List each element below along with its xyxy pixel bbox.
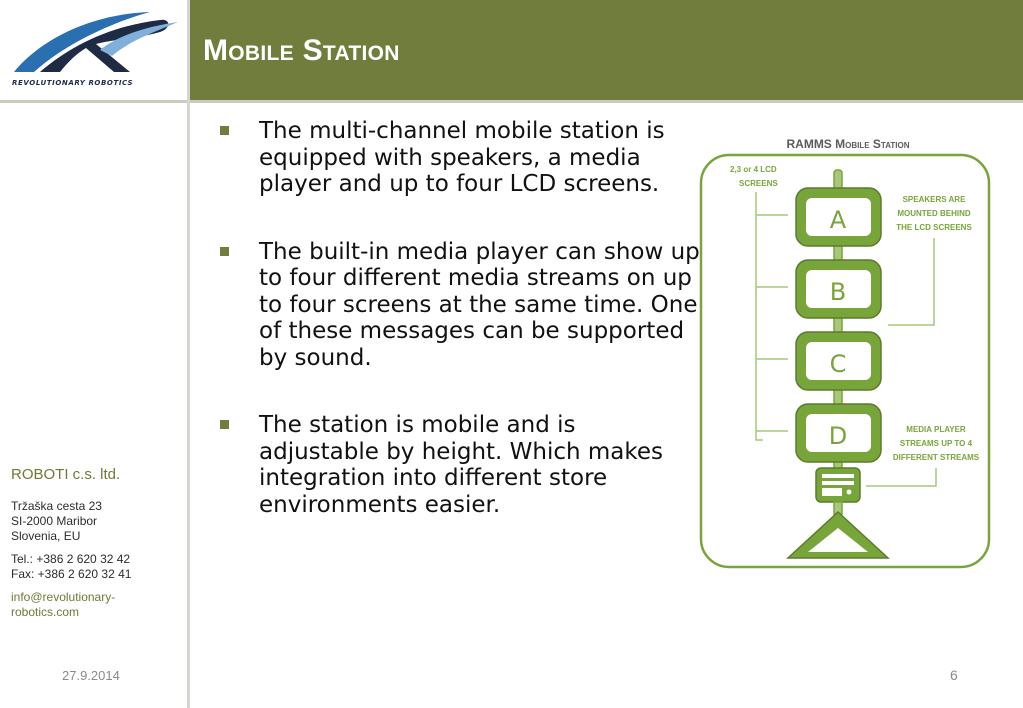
bullet-text: The built-in media player can show up to… [259, 238, 700, 371]
player-label: Streams Up To 4 [900, 439, 973, 448]
phone-number: Tel.: +386 2 620 32 42 [11, 552, 131, 566]
address-line: SI-2000 Maribor [11, 514, 98, 528]
logo-text: Revolutionary Robotics [12, 79, 134, 87]
title-underline [190, 100, 1023, 103]
bullet-square-icon [220, 420, 229, 429]
company-name: ROBOTI c.s. ltd. [11, 466, 121, 483]
logo-swoosh-icon [14, 12, 178, 72]
connector-line [755, 192, 763, 441]
screens-label: 2,3 or 4 LCD [730, 165, 777, 174]
bullet-square-icon [220, 126, 229, 135]
page-number: 6 [950, 667, 958, 683]
connector-line [866, 468, 937, 487]
email-line: robotics.com [11, 605, 80, 619]
diagram-title: RAMMS Mobile Station [786, 137, 909, 151]
connector-line [888, 238, 935, 326]
station-base-cutout [808, 528, 868, 552]
screen-c: C [795, 331, 882, 391]
speakers-label: Mounted Behind [897, 209, 971, 218]
screen-label: A [830, 206, 847, 234]
company-email[interactable]: info@revolutionary- robotics.com [11, 590, 181, 620]
player-label: Different Streams [893, 453, 980, 462]
company-info: ROBOTI c.s. ltd. Tržaška cesta 23 SI-200… [11, 466, 181, 620]
screen-label: D [829, 422, 847, 450]
bullet-item: The station is mobile and is adjustable … [220, 412, 700, 518]
fax-number: Fax: +386 2 620 32 41 [11, 567, 132, 581]
speakers-label: Speakers Are [903, 195, 966, 204]
bullet-item: The multi-channel mobile station is equi… [220, 118, 700, 198]
bullet-text: The station is mobile and is adjustable … [259, 412, 664, 518]
bullet-list: The multi-channel mobile station is equi… [220, 118, 700, 518]
screen-a: A [795, 187, 882, 247]
screen-label: B [830, 278, 846, 306]
diagram-frame [699, 153, 991, 569]
screen-d: D [795, 403, 882, 463]
sidebar-divider [187, 0, 190, 708]
slide-date: 27.9.2014 [62, 668, 120, 683]
email-line: info@revolutionary- [11, 590, 116, 604]
screens-label: Screens [739, 179, 778, 188]
ramms-station-diagram: RAMMS Mobile Station 2,3 or 4 LCD Screen… [699, 137, 991, 569]
screen-label: C [830, 350, 847, 378]
address-line: Tržaška cesta 23 [11, 499, 102, 513]
title-bar: Mobile Station [190, 0, 1023, 100]
screen-b: B [795, 259, 882, 319]
player-label: Media Player [906, 425, 966, 434]
company-address: Tržaška cesta 23 SI-2000 Maribor Sloveni… [11, 499, 181, 544]
slide-title: Mobile Station [203, 34, 400, 67]
bullet-text: The multi-channel mobile station is equi… [259, 118, 665, 197]
bullet-square-icon [220, 246, 229, 256]
company-logo: Revolutionary Robotics [0, 0, 190, 100]
header-rule-left [0, 100, 190, 103]
company-phones: Tel.: +386 2 620 32 42 Fax: +386 2 620 3… [11, 552, 181, 582]
media-player-icon [815, 467, 861, 503]
speakers-label: The LCD Screens [896, 223, 972, 232]
bullet-item: The built-in media player can show up to… [220, 239, 700, 372]
address-line: Slovenia, EU [11, 529, 81, 543]
